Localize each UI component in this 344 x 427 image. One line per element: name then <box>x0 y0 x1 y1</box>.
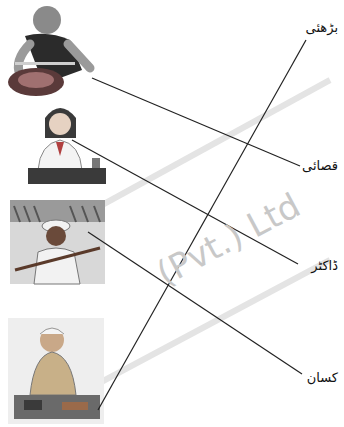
match-line <box>98 40 306 410</box>
occupation-word: قصائی <box>302 158 338 175</box>
watermark-text: (Pvt.) Ltd <box>150 185 306 294</box>
craftsman-picture <box>8 318 104 424</box>
match-line <box>92 78 300 166</box>
doctor-picture <box>28 108 106 184</box>
occupation-word: بڑھئی <box>306 20 338 37</box>
butcher-picture <box>8 6 90 96</box>
occupation-word: کسان <box>307 370 338 387</box>
farmer-picture <box>10 200 105 284</box>
occupation-word: ڈاکٹر <box>311 258 338 275</box>
